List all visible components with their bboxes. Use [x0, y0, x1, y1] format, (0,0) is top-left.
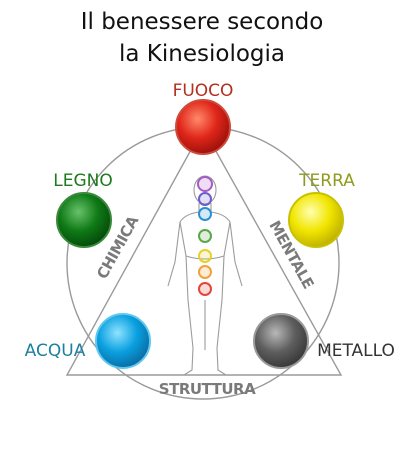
chakra-heart	[198, 229, 212, 243]
chakra-crown	[197, 176, 213, 192]
side-label-struttura: STRUTTURA	[159, 380, 256, 398]
chakra-sacral	[198, 265, 212, 279]
triangle	[65, 126, 343, 376]
fuoco-label: FUOCO	[173, 81, 234, 101]
chakra-root	[198, 282, 212, 296]
chakra-throat	[198, 207, 212, 221]
legno-circle	[56, 192, 112, 248]
terra-label: TERRA	[298, 171, 355, 191]
metallo-label: METALLO	[317, 341, 395, 361]
diagram-title: Il benessere secondo la Kinesiologia	[0, 6, 404, 70]
metallo-circle	[253, 313, 309, 369]
fuoco-circle	[175, 99, 231, 155]
legno-label: LEGNO	[53, 171, 112, 191]
chakra-solar-plexus	[198, 249, 212, 263]
title-line-2: la Kinesiologia	[119, 41, 285, 67]
acqua-circle	[95, 313, 151, 369]
title-line-1: Il benessere secondo	[80, 9, 324, 35]
terra-circle	[288, 192, 344, 248]
chakra-points	[197, 176, 213, 296]
acqua-label: ACQUA	[25, 341, 86, 361]
chakra-third-eye	[198, 192, 212, 206]
